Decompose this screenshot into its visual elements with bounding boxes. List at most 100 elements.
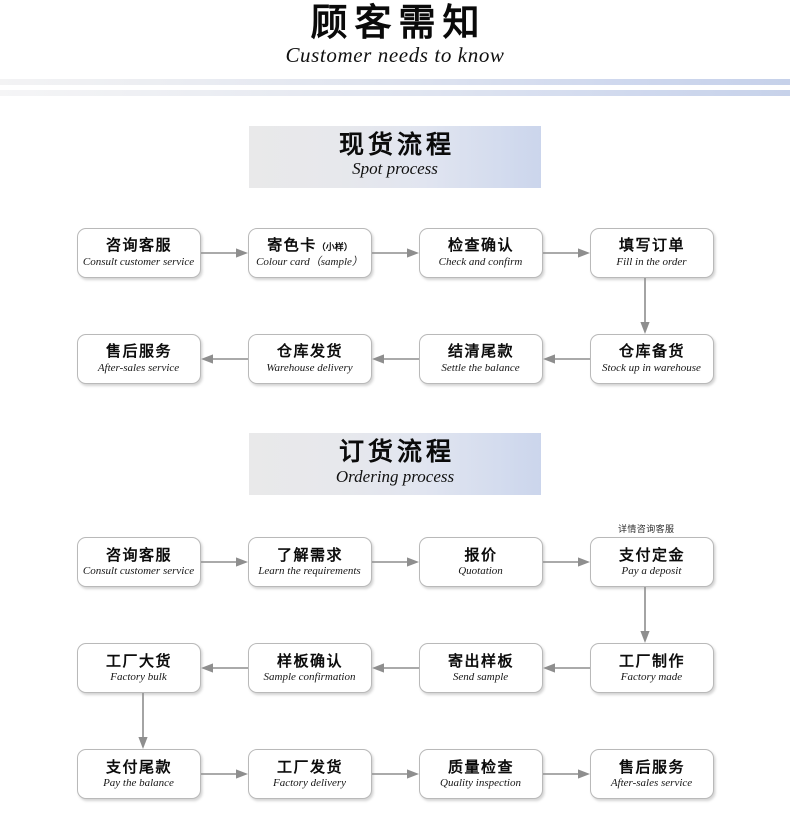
- arrow-left-icon: [542, 354, 590, 364]
- flow-node-cn: 寄出样板: [447, 651, 514, 670]
- flow-node-en: Fill in the order: [616, 255, 687, 268]
- flow-node-en: Consult customer service: [82, 565, 195, 578]
- flow-node-cn-main: 寄色卡: [267, 236, 317, 255]
- arrow-left-icon: [200, 663, 248, 674]
- flow-node-en: Factory bulk: [110, 671, 167, 684]
- flow-node-en: Pay a deposit: [621, 565, 682, 578]
- flow-node-en: Send sample: [452, 671, 509, 684]
- flow-node[interactable]: 报价 Quotation: [418, 537, 543, 588]
- flow-node[interactable]: 质量检查 Quality inspection: [418, 749, 543, 800]
- section-banner-cn: 现货流程: [338, 129, 455, 159]
- spacer: [0, 384, 790, 433]
- arrow-left-icon: [200, 354, 248, 364]
- section-banner-en: Ordering process: [335, 466, 455, 486]
- flow-node-en: Colour card（sample）: [256, 255, 363, 268]
- section-ordering-process: 订货流程 Ordering process 详情咨询客服 咨询客服 Consul…: [0, 432, 790, 800]
- flow-node-en: Stock up in warehouse: [602, 361, 701, 374]
- section-banner-spot: 现货流程 Spot process: [249, 125, 541, 188]
- page-title-cn: 顾客需知: [310, 1, 487, 44]
- flow-row: 售后服务 After-sales service 仓库发货 Warehouse …: [0, 333, 790, 384]
- flow-node[interactable]: 结清尾款 Settle the balance: [418, 333, 543, 384]
- flow-node-cn: 结清尾款: [447, 342, 514, 361]
- flow-node[interactable]: 仓库备货 Stock up in warehouse: [589, 333, 714, 384]
- spacer: [0, 188, 790, 228]
- flow-row: 支付尾款 Pay the balance 工厂发货 Factory delive…: [0, 749, 790, 800]
- flow-node-cn: 工厂大货: [105, 651, 172, 670]
- flow-node[interactable]: 支付定金 Pay a deposit: [589, 537, 714, 588]
- arrow-right-icon: [542, 557, 590, 568]
- flow-node[interactable]: 寄色卡（小样） Colour card（sample）: [247, 227, 372, 278]
- arrow-left-icon: [371, 354, 419, 364]
- divider-gap: [0, 84, 790, 90]
- flow-node-cn: 支付尾款: [105, 757, 172, 776]
- flow-node-cn: 售后服务: [618, 757, 685, 776]
- header-divider: [0, 78, 790, 96]
- flow-node-en: Learn the requirements: [258, 565, 361, 578]
- arrow-right-icon: [542, 769, 590, 780]
- arrow-right-icon: [371, 557, 419, 568]
- flow-node[interactable]: 了解需求 Learn the requirements: [247, 537, 372, 588]
- flow-node[interactable]: 咨询客服 Consult customer service: [76, 227, 201, 278]
- flow-node-en: After-sales service: [97, 361, 180, 374]
- flow-node[interactable]: 咨询客服 Consult customer service: [76, 537, 201, 588]
- page-header: 顾客需知 Customer needs to know: [0, 0, 790, 68]
- flow-node-cn: 支付定金: [618, 545, 685, 564]
- section-banner-en: Spot process: [352, 159, 438, 179]
- flow-node-cn: 售后服务: [105, 342, 172, 361]
- spacer: [0, 96, 790, 126]
- arrow-right-icon: [200, 557, 248, 568]
- flow-node-en: Quality inspection: [440, 777, 521, 790]
- flow-node-en: Pay the balance: [103, 777, 174, 790]
- flow-node-cn: 咨询客服: [105, 545, 172, 564]
- flow-node-en: Factory made: [620, 671, 683, 684]
- flow-node-en: Quotation: [458, 565, 503, 578]
- flow-row: 咨询客服 Consult customer service 寄色卡（小样） Co…: [0, 227, 790, 278]
- flow-node[interactable]: 支付尾款 Pay the balance: [76, 749, 201, 800]
- flow-node-cn: 了解需求: [276, 545, 343, 564]
- page-title-en: Customer needs to know: [285, 43, 505, 68]
- flow-node[interactable]: 工厂发货 Factory delivery: [247, 749, 372, 800]
- flow-node-en: Sample confirmation: [263, 671, 356, 684]
- flow-node-cn: 样板确认: [276, 651, 343, 670]
- divider-bar-top: [0, 78, 790, 85]
- spacer: [0, 495, 790, 522]
- section-spot-process: 现货流程 Spot process 咨询客服 Consult customer …: [0, 125, 790, 384]
- note-row: 详情咨询客服: [0, 522, 790, 537]
- flow-node-en: Consult customer service: [82, 255, 195, 268]
- flow-node[interactable]: 售后服务 After-sales service: [589, 749, 714, 800]
- flow-node[interactable]: 填写订单 Fill in the order: [589, 227, 714, 278]
- flow-node-cn: 检查确认: [447, 236, 514, 255]
- connector-row: [0, 277, 790, 334]
- flow-node[interactable]: 仓库发货 Warehouse delivery: [247, 333, 372, 384]
- flow-node[interactable]: 样板确认 Sample confirmation: [247, 643, 372, 694]
- flow-node-en: Factory delivery: [273, 777, 346, 790]
- arrow-right-icon: [371, 248, 419, 258]
- arrow-down-icon: [640, 587, 650, 644]
- flow-node-cn: 质量检查: [447, 757, 514, 776]
- flow-row: 工厂大货 Factory bulk 样板确认 Sample confirmati…: [0, 643, 790, 694]
- divider-bar-bottom: [0, 89, 790, 96]
- section-banner-ordering: 订货流程 Ordering process: [249, 432, 541, 496]
- flow-node-en: Settle the balance: [441, 361, 520, 374]
- flow-node-cn: 报价: [464, 545, 498, 564]
- arrow-right-icon: [200, 248, 248, 258]
- arrow-right-icon: [200, 769, 248, 780]
- flow-row: 咨询客服 Consult customer service 了解需求 Learn…: [0, 537, 790, 588]
- section-banner-cn: 订货流程: [338, 436, 455, 466]
- flow-node-cn: 工厂制作: [618, 651, 685, 670]
- flow-node-en: Warehouse delivery: [266, 361, 353, 374]
- flow-node-cn: 填写订单: [618, 236, 685, 255]
- flow-node[interactable]: 检查确认 Check and confirm: [418, 227, 543, 278]
- arrow-right-icon: [542, 248, 590, 258]
- flow-node[interactable]: 售后服务 After-sales service: [76, 333, 201, 384]
- flow-node-cn: 寄色卡（小样）: [266, 236, 353, 255]
- flow-node[interactable]: 工厂大货 Factory bulk: [76, 643, 201, 694]
- arrow-down-icon: [640, 277, 650, 334]
- consult-note: 详情咨询客服: [618, 525, 675, 536]
- flow-node[interactable]: 工厂制作 Factory made: [589, 643, 714, 694]
- flow-node[interactable]: 寄出样板 Send sample: [418, 643, 543, 694]
- arrow-left-icon: [542, 663, 590, 674]
- arrow-down-icon: [138, 693, 148, 750]
- flow-node-cn: 咨询客服: [105, 236, 172, 255]
- flow-node-cn: 仓库发货: [276, 342, 343, 361]
